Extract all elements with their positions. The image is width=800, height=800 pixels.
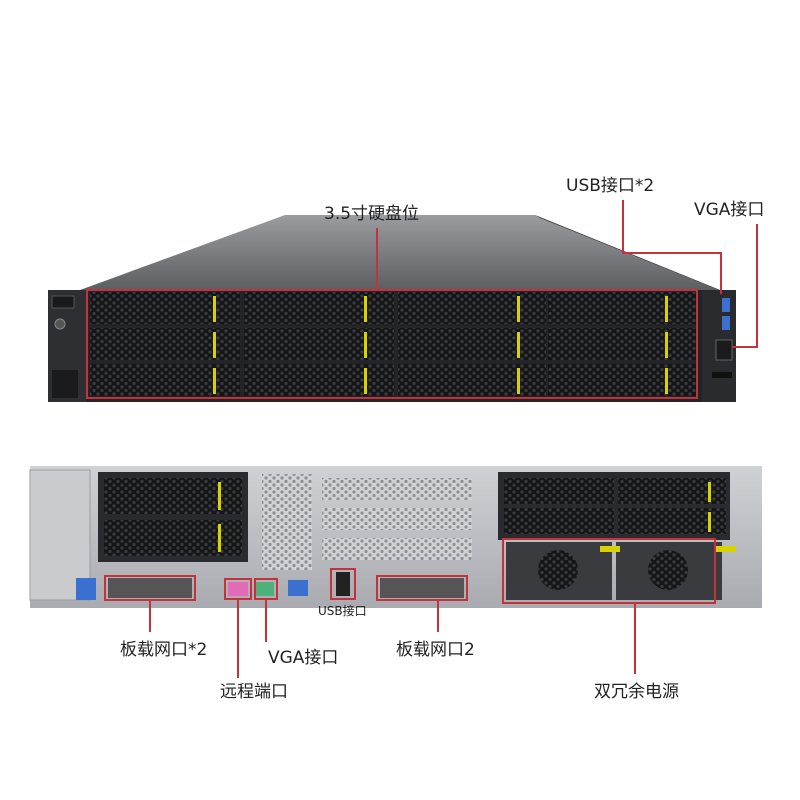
front-vga-port xyxy=(715,339,733,361)
hdd-bays-label: 3.5寸硬盘位 xyxy=(324,204,420,224)
rear-nic-2x-label: 板载网口*2 xyxy=(120,640,208,660)
rear-nic-2x-callout-box xyxy=(104,575,196,601)
rear-nic-2-label: 板载网口2 xyxy=(396,640,475,660)
front-vga-callout-line xyxy=(756,224,758,348)
drive-bays xyxy=(90,292,696,396)
rear-nic-2-callout-line xyxy=(437,600,439,632)
hdd-bays-callout-line xyxy=(376,228,378,290)
front-usb-callout-line-h xyxy=(622,252,722,254)
front-usb-label: USB接口*2 xyxy=(566,176,655,196)
front-vga-label: VGA接口 xyxy=(694,200,765,220)
front-view xyxy=(48,215,736,402)
front-usb-callout-line xyxy=(622,200,624,254)
front-vga-callout-line-h xyxy=(732,346,758,348)
rear-psu-label: 双冗余电源 xyxy=(594,682,679,702)
rear-remote-callout-line xyxy=(237,600,239,678)
power-button-icon xyxy=(54,318,66,330)
rear-nic-2x-callout-line xyxy=(149,600,151,632)
rear-remote-label: 远程端口 xyxy=(220,682,288,702)
rear-usb-callout-box xyxy=(330,568,356,600)
rear-vga-callout-box xyxy=(254,578,278,600)
rear-view xyxy=(29,466,762,608)
rear-nic-2-callout-box xyxy=(376,575,468,601)
rear-vga-callout-line xyxy=(265,600,267,642)
hdd-bays-callout-box xyxy=(86,289,698,399)
front-usb-callout-line-v2 xyxy=(720,252,722,294)
server-top-lid xyxy=(80,215,720,290)
rear-psu-callout-line xyxy=(634,604,636,674)
rear-remote-callout-box xyxy=(224,578,252,600)
rear-vga-label: VGA接口 xyxy=(268,648,339,668)
rear-psu-callout-box xyxy=(502,538,716,604)
front-usb-ports xyxy=(722,298,730,312)
rear-usb-label: USB接口 xyxy=(318,604,367,618)
